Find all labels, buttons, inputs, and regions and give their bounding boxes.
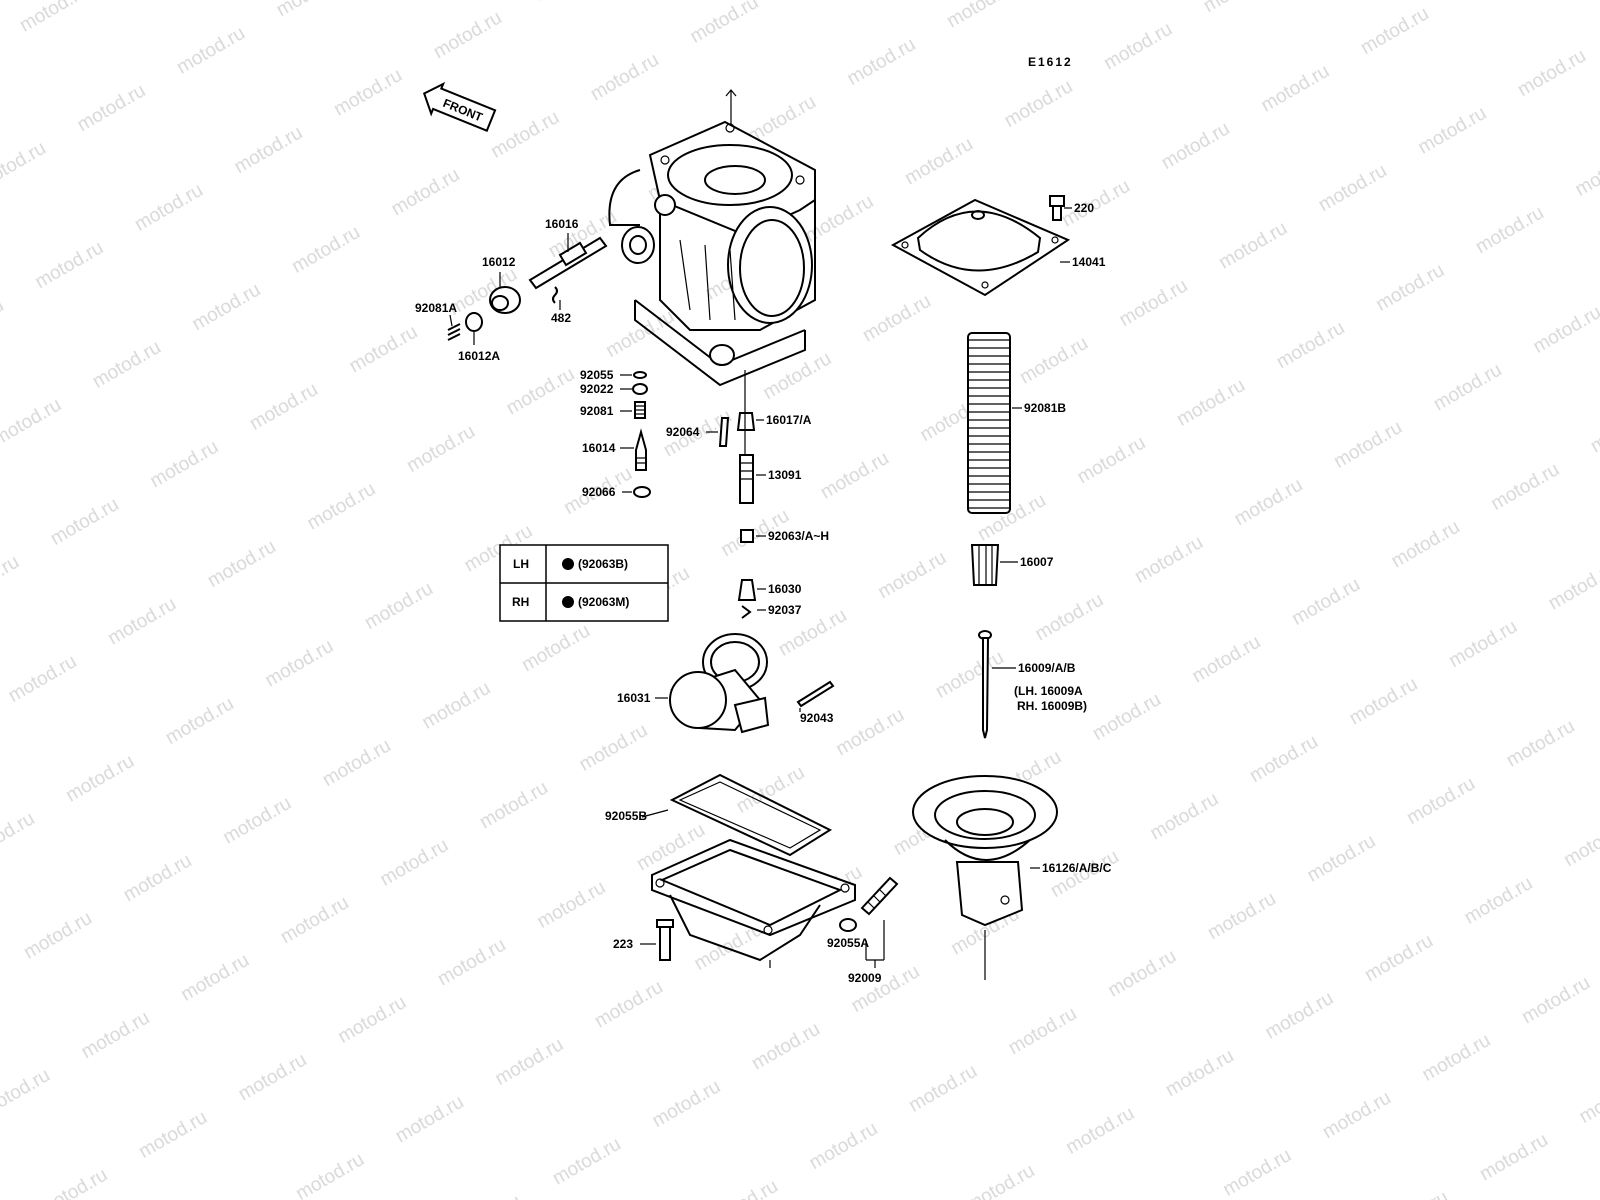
part-13091: 13091	[739, 400, 802, 504]
label-16012A: 16012A	[458, 349, 500, 363]
label-16009B-note: RH. 16009B)	[1017, 699, 1087, 713]
label-92066: 92066	[582, 485, 616, 499]
label-16014: 16014	[582, 441, 616, 455]
table-side-lh: LH	[513, 557, 529, 571]
label-16017A: 16017/A	[766, 413, 812, 427]
part-92055: 92055	[580, 368, 647, 382]
part-16012A: 16012A	[458, 312, 500, 363]
part-16012: 16012	[482, 255, 521, 314]
label-16009AB: 16009/A/B	[1018, 661, 1076, 675]
part-92081B: 92081B	[967, 332, 1066, 514]
table-side-rh: RH	[512, 595, 529, 609]
part-16126ABC: 16126/A/B/C	[912, 775, 1112, 980]
part-16016: 16016	[528, 217, 608, 290]
lh-rh-table: LH (92063B) RH (92063M)	[499, 544, 669, 622]
part-92066: 92066	[582, 485, 651, 499]
label-16031: 16031	[617, 691, 651, 705]
part-223: 223	[613, 919, 674, 961]
part-92043: 92043	[796, 680, 835, 725]
part-92055B: 92055B	[605, 773, 833, 857]
label-223: 223	[613, 937, 633, 951]
label-92055: 92055	[580, 368, 614, 382]
label-16126ABC: 16126/A/B/C	[1042, 861, 1112, 875]
label-92055A: 92055A	[827, 936, 869, 950]
label-482: 482	[551, 311, 571, 325]
part-92063AH: 92063/A~H	[740, 529, 829, 543]
part-16030: 16030	[737, 579, 802, 601]
part-92037: 92037	[741, 603, 802, 619]
part-92009: 92055A 92009	[827, 876, 899, 985]
label-92081B: 92081B	[1024, 401, 1066, 415]
jet-icon	[562, 558, 574, 570]
label-16012: 16012	[482, 255, 516, 269]
part-92022: 92022	[580, 382, 648, 396]
label-92022: 92022	[580, 382, 614, 396]
part-92081A: 92081A	[415, 301, 461, 341]
front-arrow-icon: FRONT	[422, 81, 497, 132]
label-92081A: 92081A	[415, 301, 457, 315]
label-13091: 13091	[768, 468, 802, 482]
part-16014: 16014	[582, 428, 647, 471]
float-bowl	[651, 838, 856, 968]
table-part-lh: (92063B)	[578, 557, 628, 571]
label-92063AH: 92063/A~H	[768, 529, 829, 543]
part-16017A: 16017/A	[736, 412, 812, 431]
carburetor-body	[608, 89, 816, 400]
part-16009AB: 16009/A/B (LH. 16009A RH. 16009B)	[978, 630, 1087, 739]
part-14041: 14041	[890, 198, 1106, 297]
part-220: 220	[1049, 195, 1094, 221]
part-16007: 16007	[970, 544, 1054, 586]
part-16031: 16031	[617, 633, 770, 734]
diagram-code: E1612	[1028, 55, 1073, 69]
label-16030: 16030	[768, 582, 802, 596]
label-92081: 92081	[580, 404, 614, 418]
part-92064: 92064	[666, 417, 730, 447]
part-92081: 92081	[580, 401, 646, 419]
label-220: 220	[1074, 201, 1094, 215]
label-16009A-note: (LH. 16009A	[1014, 684, 1083, 698]
label-14041: 14041	[1072, 255, 1106, 269]
part-482: 482	[551, 286, 571, 325]
label-92037: 92037	[768, 603, 802, 617]
table-part-rh: (92063M)	[578, 595, 629, 609]
label-92064: 92064	[666, 425, 700, 439]
label-92043: 92043	[800, 711, 834, 725]
label-16016: 16016	[545, 217, 579, 231]
jet-icon	[562, 596, 574, 608]
label-16007: 16007	[1020, 555, 1054, 569]
label-92009: 92009	[848, 971, 882, 985]
label-92055B: 92055B	[605, 809, 647, 823]
